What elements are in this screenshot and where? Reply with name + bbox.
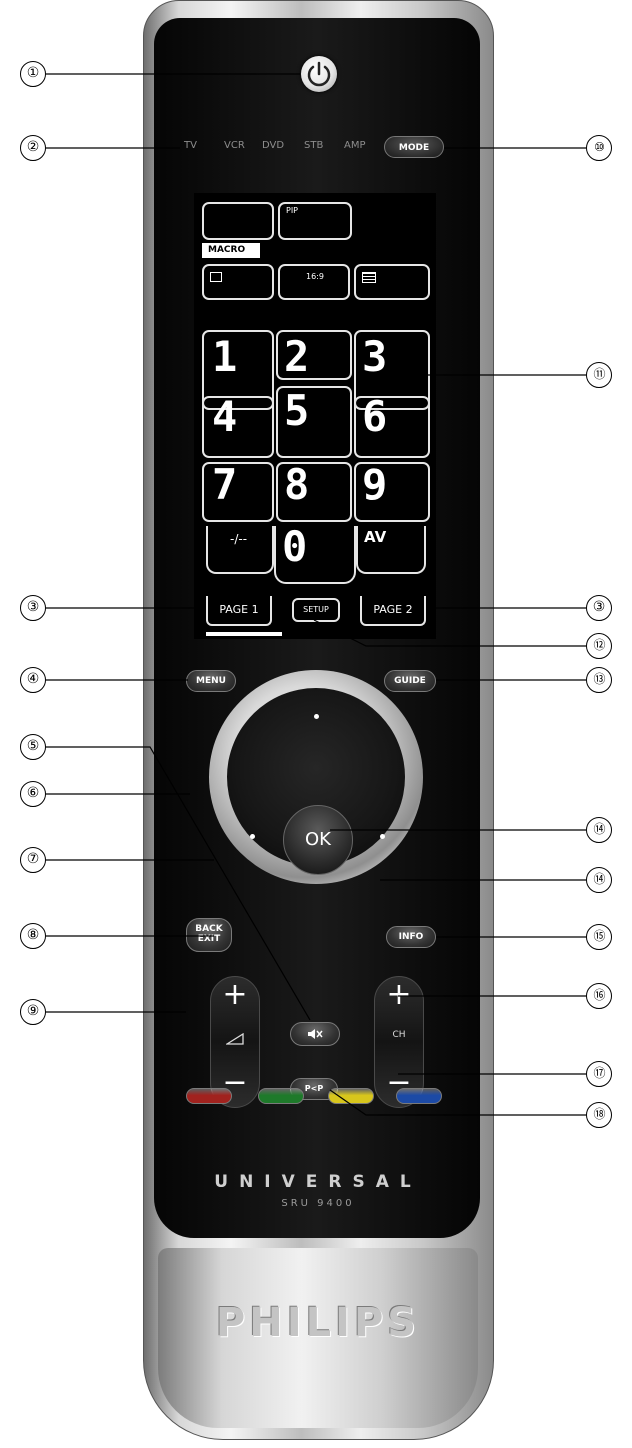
yellow-key[interactable] — [328, 1088, 374, 1104]
callout-3-right: ③ — [586, 595, 612, 621]
mute-icon — [308, 1029, 323, 1039]
callout-1: ① — [20, 61, 46, 87]
model-label: SRU 9400 — [281, 1198, 355, 1209]
callout-14-ok: ⑭ — [586, 817, 612, 843]
callout-15: ⑮ — [586, 924, 612, 950]
page1-label: PAGE 1 — [219, 603, 259, 616]
screen-format-key[interactable] — [202, 264, 274, 300]
digit-6-key[interactable]: 6 — [354, 396, 430, 458]
digit-8-key[interactable]: 8 — [276, 462, 352, 522]
digit-5-label: 5 — [284, 386, 310, 435]
av-key[interactable]: AV — [356, 526, 426, 574]
digit-5-key[interactable]: 5 — [276, 386, 352, 458]
digit-4-label: 4 — [212, 392, 238, 441]
ok-button[interactable]: OK — [283, 805, 353, 875]
guide-button[interactable]: GUIDE — [384, 670, 436, 692]
digit-3-label: 3 — [362, 332, 388, 381]
page2-label: PAGE 2 — [373, 603, 413, 616]
power-button[interactable] — [301, 56, 337, 92]
digit-1-label: 1 — [212, 332, 238, 381]
channel-up-button[interactable]: + — [386, 977, 412, 1012]
macro-key[interactable] — [202, 202, 274, 240]
channel-label: CH — [392, 1030, 406, 1040]
callout-6: ⑥ — [20, 781, 46, 807]
digit-0-key[interactable]: 0 — [274, 526, 356, 584]
dash-label: -/-- — [230, 532, 248, 546]
device-amp: AMP — [344, 140, 366, 151]
mute-button[interactable] — [290, 1022, 340, 1046]
setup-label: SETUP — [303, 605, 329, 614]
callout-4: ④ — [20, 667, 46, 693]
brand-logo: PHILIPS — [215, 1300, 421, 1346]
nav-right-dot[interactable] — [380, 834, 385, 839]
series-label: UNIVERSAL — [214, 1172, 422, 1192]
page2-tab[interactable]: PAGE 2 — [360, 596, 426, 626]
digit-7-key[interactable]: 7 — [202, 462, 274, 522]
dash-key[interactable]: -/-- — [206, 526, 274, 574]
back-exit-button[interactable]: BACK EXIT — [186, 918, 232, 952]
pip-label: PIP — [286, 206, 299, 215]
callout-8: ⑧ — [20, 923, 46, 949]
callout-2: ② — [20, 135, 46, 161]
pip-key[interactable]: PIP — [278, 202, 352, 240]
digit-8-label: 8 — [284, 460, 310, 509]
callout-18: ⑱ — [586, 1102, 612, 1128]
info-button[interactable]: INFO — [386, 926, 436, 948]
device-dvd: DVD — [262, 140, 285, 151]
screen-format-icon — [210, 272, 222, 282]
menu-button[interactable]: MENU — [186, 670, 236, 692]
digit-4-key[interactable]: 4 — [202, 396, 274, 458]
device-tv: TV — [184, 140, 197, 151]
device-vcr: VCR — [224, 140, 245, 151]
digit-6-label: 6 — [362, 392, 388, 441]
digit-2-key[interactable]: 2 — [276, 330, 352, 380]
nav-up-dot[interactable] — [314, 714, 319, 719]
digit-1-key[interactable]: 1 — [202, 330, 274, 410]
callout-16: ⑯ — [586, 983, 612, 1009]
teletext-icon — [362, 272, 376, 283]
callout-13: ⑬ — [586, 667, 612, 693]
green-key[interactable] — [258, 1088, 304, 1104]
digit-0-label: 0 — [282, 522, 308, 571]
exit-label: EXIT — [197, 934, 221, 944]
device-stb: STB — [304, 140, 324, 151]
callout-9: ⑨ — [20, 999, 46, 1025]
callout-7: ⑦ — [20, 847, 46, 873]
nav-left-dot[interactable] — [250, 834, 255, 839]
mode-button[interactable]: MODE — [384, 136, 444, 158]
setup-button[interactable]: SETUP — [292, 598, 340, 622]
callout-17: ⑰ — [586, 1061, 612, 1087]
callout-14-nav: ⑭ — [586, 867, 612, 893]
volume-up-button[interactable]: + — [222, 977, 248, 1012]
digit-2-label: 2 — [284, 332, 310, 381]
remote-bottom-plate — [158, 1248, 478, 1428]
digit-3-key[interactable]: 3 — [354, 330, 430, 410]
page1-indicator — [206, 632, 282, 636]
teletext-key[interactable] — [354, 264, 430, 300]
red-key[interactable] — [186, 1088, 232, 1104]
callout-3-left: ③ — [20, 595, 46, 621]
macro-label: MACRO — [202, 243, 260, 258]
page1-tab[interactable]: PAGE 1 — [206, 596, 272, 626]
ratio-label: 16:9 — [306, 272, 324, 281]
callout-11: ⑪ — [586, 362, 612, 388]
volume-icon — [224, 1030, 244, 1049]
callout-12: ⑫ — [586, 633, 612, 659]
touch-screen — [194, 193, 436, 639]
digit-9-key[interactable]: 9 — [354, 462, 430, 522]
power-icon — [307, 61, 331, 87]
digit-9-label: 9 — [362, 460, 388, 509]
back-label: BACK — [195, 924, 223, 934]
digit-7-label: 7 — [212, 460, 238, 509]
av-label: AV — [364, 528, 387, 546]
ratio-key[interactable]: 16:9 — [278, 264, 350, 300]
callout-5: ⑤ — [20, 734, 46, 760]
callout-10: ⑩ — [586, 135, 612, 161]
blue-key[interactable] — [396, 1088, 442, 1104]
